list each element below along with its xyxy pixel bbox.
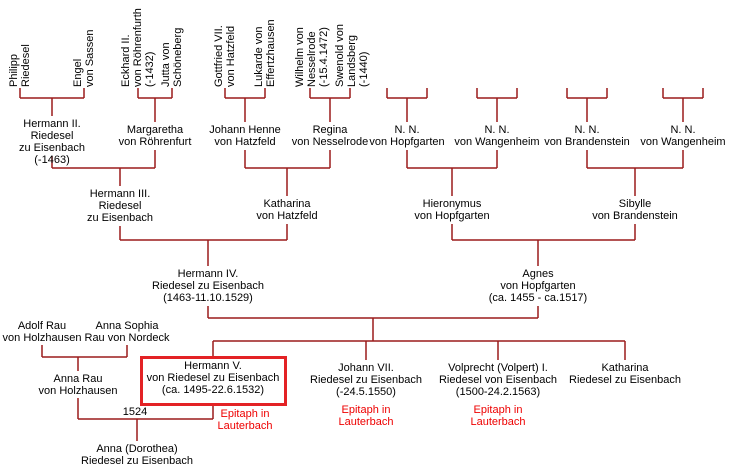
person-sibylle-von-brandenstein: Sibylle von Brandenstein	[592, 198, 678, 222]
person-hermann-ii: Hermann II. Riedesel zu Eisenbach (-1463…	[18, 118, 86, 166]
person-swenold-von-landsberg: Swenold von Landsberg (-1440)	[334, 24, 370, 87]
gen3-gen4-connectors	[119, 224, 636, 266]
person-nn-von-brandenstein: N. N. von Brandenstein	[544, 124, 630, 148]
epitaph-note-volprecht: Epitaph in Lauterbach	[470, 404, 526, 428]
marriage-year-label: 1524	[122, 406, 148, 418]
person-anna-sophia-rau: Anna Sophia Rau von Nordeck	[84, 320, 170, 344]
person-johann-henne-von-hatzfeld: Johann Henne von Hatzfeld	[209, 124, 281, 148]
person-katharina-riedesel: Katharina Riedesel zu Eisenbach	[569, 362, 681, 386]
person-adolf-rau: Adolf Rau von Holzhausen	[2, 320, 82, 344]
person-johann-vii: Johann VII. Riedesel zu Eisenbach (-24.5…	[310, 362, 422, 398]
person-volprecht-i: Volprecht (Volpert) I. Riedesel von Eise…	[438, 362, 558, 398]
highlight-box	[140, 356, 287, 406]
person-hieronymus-von-hopfgarten: Hieronymus von Hopfgarten	[414, 198, 490, 222]
person-hermann-iv: Hermann IV. Riedesel zu Eisenbach (1463-…	[152, 268, 264, 304]
person-hermann-iii: Hermann III. Riedesel zu Eisenbach	[86, 188, 154, 224]
person-hermann-v: Hermann V. von Riedesel zu Eisenbach (ca…	[146, 360, 280, 396]
person-jutta-von-schoeneberg: Jutta von Schöneberg	[160, 27, 184, 87]
person-nn-von-wangenheim-2: N. N. von Wangenheim	[640, 124, 726, 148]
person-agnes-von-hopfgarten: Agnes von Hopfgarten (ca. 1455 - ca.1517…	[488, 268, 588, 304]
person-lukarde-von-effertzhausen: Lukarde von Effertzhausen	[253, 19, 277, 87]
person-engel-von-sassen: Engel von Sassen	[72, 29, 96, 87]
gen1-gen2-connectors	[19, 88, 704, 122]
epitaph-note-hermann-v: Epitaph in Lauterbach	[217, 408, 273, 432]
epitaph-note-johann-vii: Epitaph in Lauterbach	[338, 404, 394, 428]
person-anna-dorothea: Anna (Dorothea) Riedesel zu Eisenbach	[81, 443, 193, 467]
person-wilhelm-von-nesselrode: Wilhelm von Nesselrode (-15.4.1472)	[294, 27, 330, 87]
person-margaretha-von-roehrenfurt: Margaretha von Röhrenfurt	[118, 124, 192, 148]
marriage-connectors	[77, 398, 214, 441]
rau-family-connectors	[41, 345, 128, 371]
person-nn-von-wangenheim-1: N. N. von Wangenheim	[454, 124, 540, 148]
person-eckhard-ii: Eckhard II. von Röhrenfurth (-1432)	[120, 8, 156, 87]
person-regina-von-nesselrode: Regina von Nesselrode	[291, 124, 369, 148]
gen4-gen5-connectors	[207, 306, 626, 360]
person-gottfried-vii: Gottfried VII. von Hatzfeld	[213, 25, 237, 87]
person-philipp-riedesel: Philipp Riedesel	[8, 44, 32, 87]
person-anna-rau: Anna Rau von Holzhausen	[38, 373, 118, 397]
person-katharina-von-hatzfeld: Katharina von Hatzfeld	[256, 198, 318, 222]
gen2-gen3-connectors	[51, 150, 684, 196]
person-nn-von-hopfgarten: N. N. von Hopfgarten	[369, 124, 445, 148]
